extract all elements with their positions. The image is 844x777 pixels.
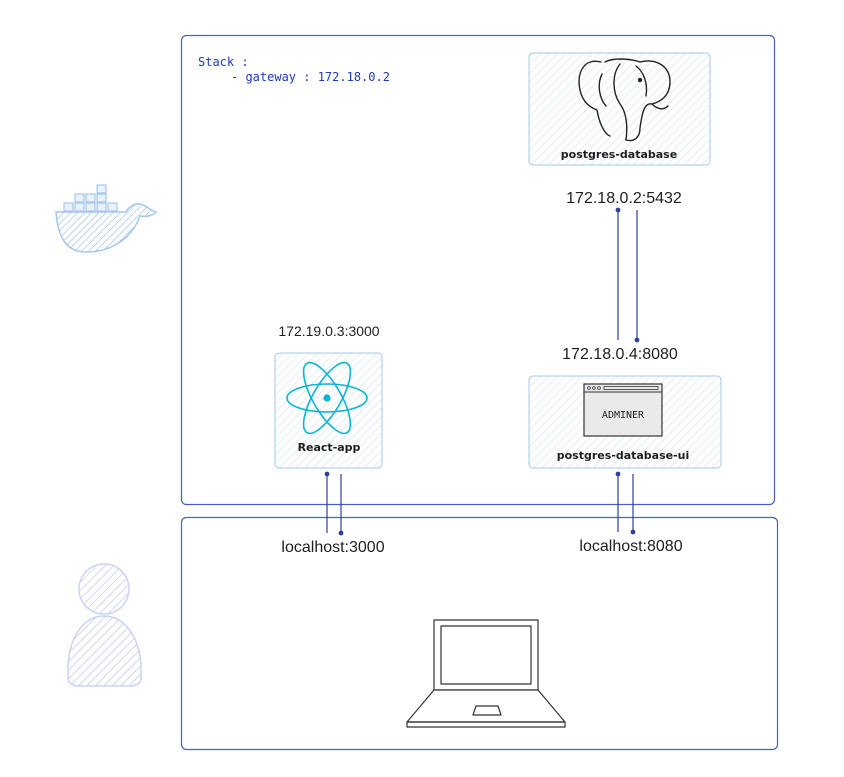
- browser-window-icon: ADMINER: [583, 383, 663, 437]
- adminer-service-label: postgres-database-ui: [557, 449, 690, 462]
- react-host-port: localhost:3000: [281, 539, 384, 556]
- react-address: 172.19.0.3:3000: [278, 323, 379, 339]
- postgres-service-label: postgres-database: [561, 148, 677, 161]
- db-connection-arrows: [615, 207, 640, 343]
- stack-gateway: - gateway : 172.18.0.2: [231, 70, 390, 84]
- adminer-port-arrows: [615, 471, 636, 535]
- user-person-icon: [67, 563, 142, 687]
- docker-stack-frame: [180, 34, 776, 506]
- react-atom-icon: [286, 361, 368, 435]
- react-service-box: React-app: [274, 352, 383, 469]
- host-machine-frame: [180, 516, 779, 751]
- adminer-address: 172.18.0.4:8080: [562, 346, 678, 363]
- postgres-service-box: postgres-database: [528, 52, 711, 166]
- react-service-label: React-app: [298, 441, 361, 454]
- react-port-arrows: [324, 471, 344, 536]
- stack-title: Stack :: [198, 55, 249, 69]
- adminer-service-box: ADMINER postgres-database-ui: [528, 375, 722, 469]
- postgres-address: 172.18.0.2:5432: [566, 190, 682, 207]
- laptop-icon: [406, 619, 566, 728]
- adminer-screen-text: ADMINER: [602, 410, 645, 421]
- docker-whale-icon: [55, 184, 158, 253]
- adminer-host-port: localhost:8080: [579, 538, 682, 555]
- postgresql-elephant-icon: [578, 58, 671, 142]
